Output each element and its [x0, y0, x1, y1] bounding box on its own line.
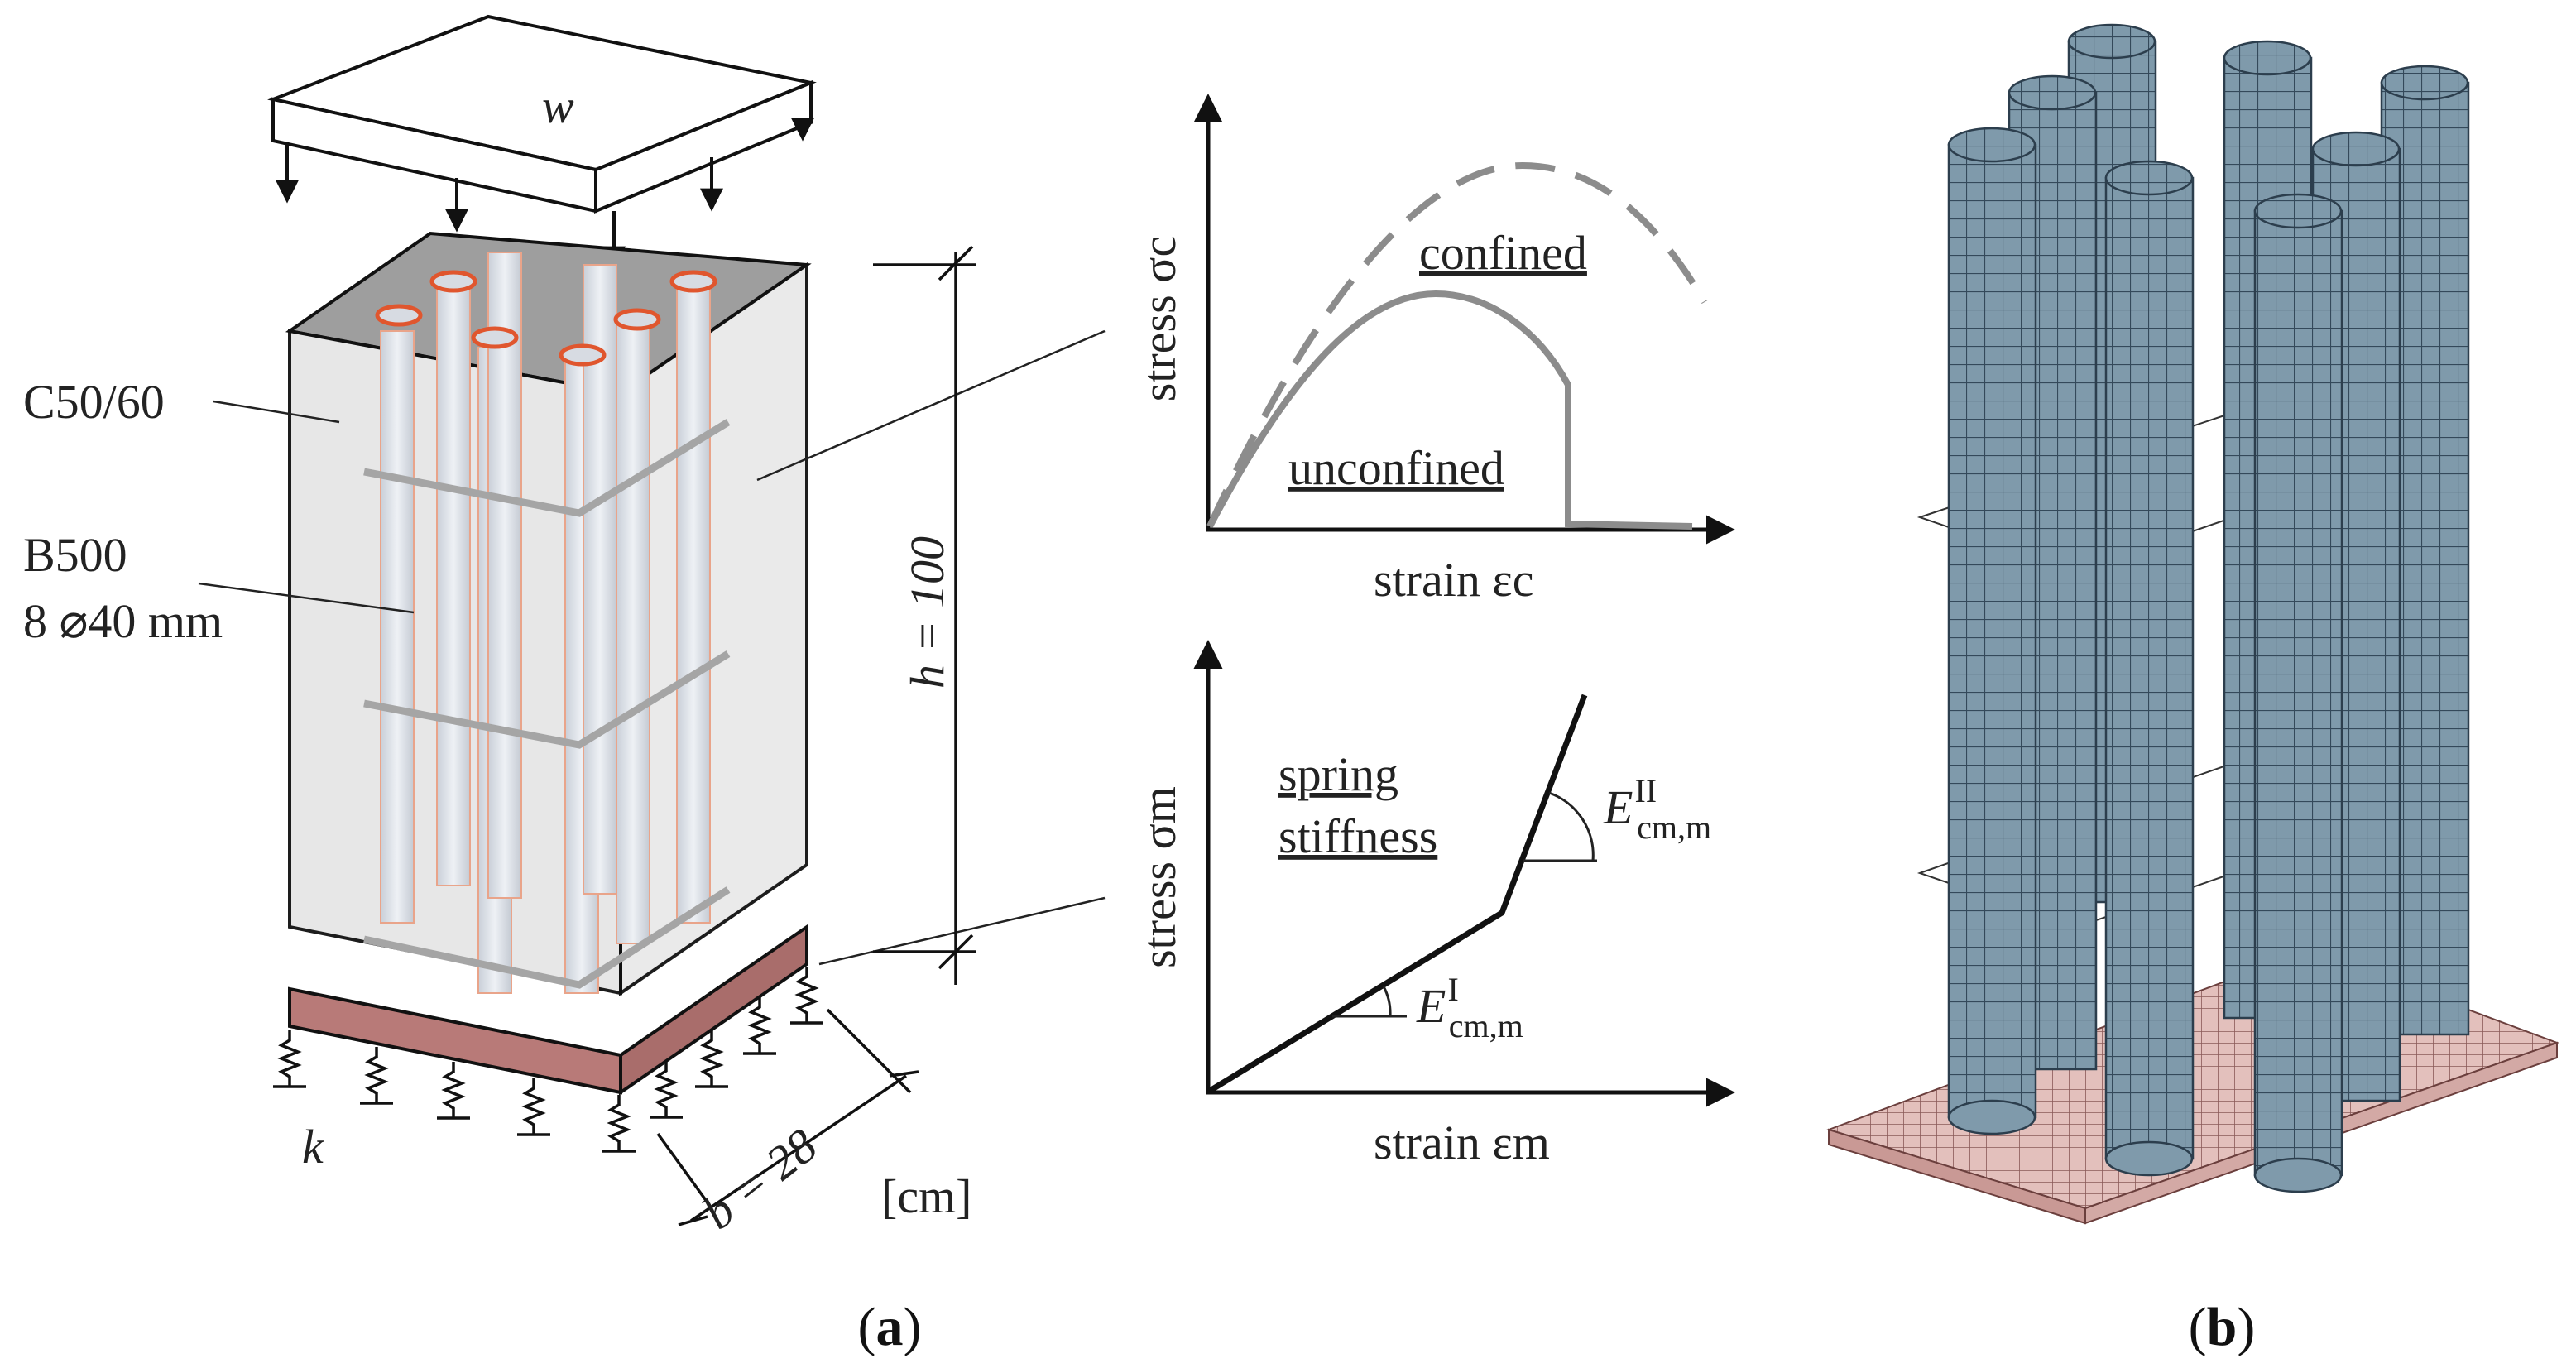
spring-chart-title-line2: stiffness: [1278, 809, 1437, 863]
modulus-1-angle-arc: [1332, 986, 1407, 1018]
concrete-grade-label: C50/60: [23, 375, 165, 429]
caption-a: (a): [858, 1297, 922, 1357]
bar-top-rings: [375, 270, 717, 367]
spring-chart-x-label: strain εm: [1374, 1116, 1550, 1169]
concrete-block: [285, 231, 812, 996]
specimen-drawing: [198, 14, 1106, 1226]
units-label: [cm]: [881, 1169, 972, 1223]
unconfined-curve: [1206, 290, 1693, 530]
reinforcement-bars: [380, 252, 711, 994]
leader-lines: [198, 329, 1106, 966]
mesh-columns-front: [1947, 127, 2343, 1193]
confined-label: confined: [1419, 226, 1587, 280]
load-plate: [267, 14, 817, 214]
mortar-bed: [288, 924, 808, 1096]
mesh-columns-back: [2008, 23, 2470, 1102]
bars-label: 8 ⌀40 mm: [23, 594, 223, 648]
caption-b: (b): [2189, 1297, 2256, 1357]
spring-chart-title-line1: spring: [1278, 747, 1398, 801]
steel-grade-label: B500: [23, 528, 127, 582]
confined-curve: [1206, 161, 1708, 528]
spring-stiffness-symbol: k: [302, 1120, 324, 1174]
stirrups: [363, 419, 731, 989]
unconfined-label: unconfined: [1288, 441, 1504, 495]
concrete-chart-x-label: strain εc: [1374, 553, 1533, 607]
height-dimension-label: h = 100: [900, 536, 954, 689]
fe-mesh-model: [1825, 23, 2559, 1225]
width-dimension-label: b = 28: [693, 1118, 827, 1240]
width-dimension: [656, 1008, 919, 1226]
springs: [273, 967, 823, 1153]
spring-bilinear-curve: [1208, 694, 1588, 1093]
spring-chart-y-label: stress σm: [1132, 786, 1186, 968]
concrete-chart-y-label: stress σc: [1132, 236, 1186, 401]
height-dimension: [873, 245, 976, 985]
load-label: w: [542, 79, 574, 133]
concrete-stress-strain-chart: confined unconfined stress σc strain εc: [1132, 94, 1735, 607]
modulus-2-angle-arc: [1523, 791, 1597, 862]
